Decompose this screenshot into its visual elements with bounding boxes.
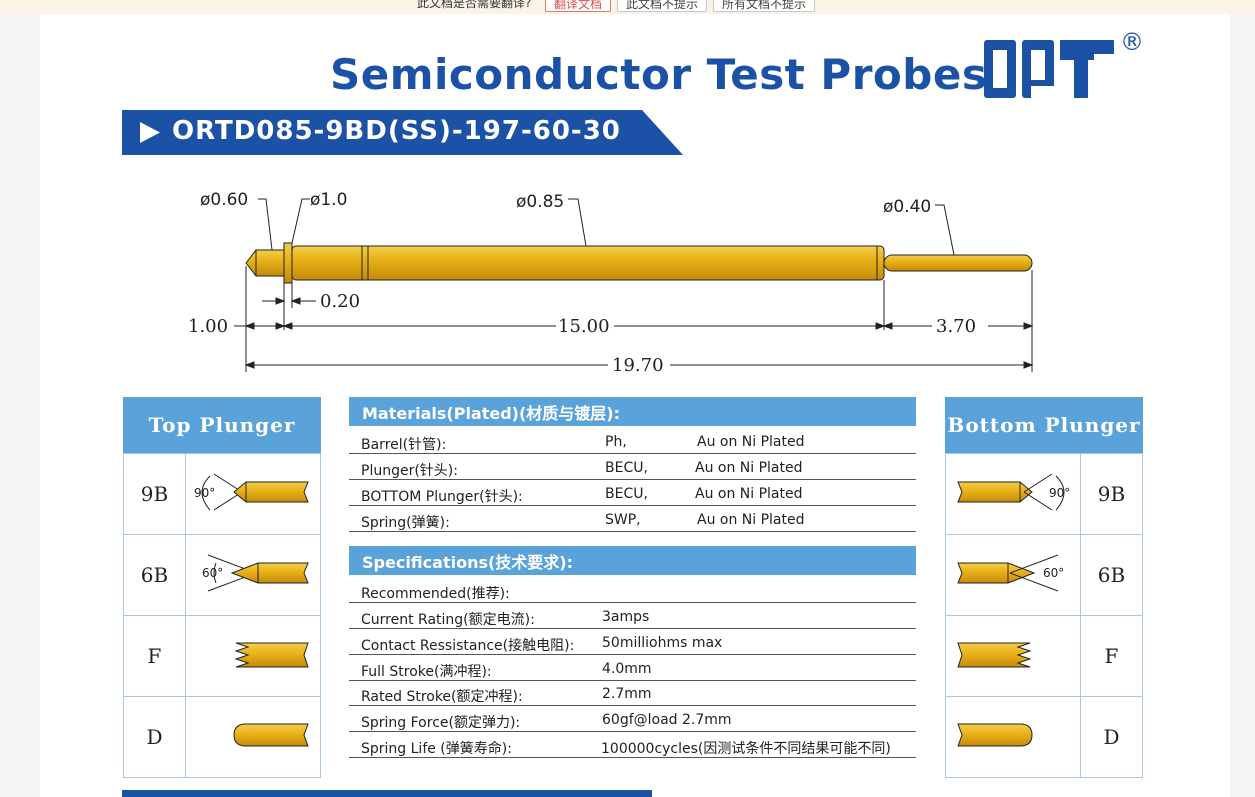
dim-tip-length: 1.00 (188, 316, 228, 337)
bottom-tip-9b-drawing: 90° (945, 453, 1081, 535)
model-number: ORTD085-9BD(SS)-197-60-30 (172, 116, 621, 146)
svg-text:90°: 90° (1049, 486, 1070, 500)
dim-top-diameter: ø0.60 (200, 190, 248, 210)
bottom-tip-f-drawing (945, 615, 1081, 697)
spec-value: 50milliohms max (602, 635, 723, 651)
bottom-tip-code-d: D (1080, 696, 1143, 778)
dim-barrel-length: 15.00 (558, 316, 610, 337)
table-row: Spring(弹簧): SWP, Au on Ni Plated (349, 506, 916, 532)
translate-bar: 此文档是否需要翻译? 翻译文档 此文档不提示 所有文档不提示 (0, 0, 1255, 14)
spec-value: 3amps (602, 609, 650, 625)
table-row: F (945, 615, 1143, 697)
dim-total-length: 19.70 (612, 355, 664, 376)
bottom-plunger-title: Bottom Plunger (945, 397, 1143, 453)
spec-value: 100000cycles(因测试条件不同结果可能不同) (601, 741, 891, 757)
material-part: Barrel(针管): (361, 437, 447, 453)
dim-collar-width: 0.20 (320, 291, 360, 312)
dim-barrel-diameter: ø0.85 (516, 192, 564, 212)
spec-name: Current Rating(额定电流): (361, 612, 535, 628)
material-plating: Au on Ni Plated (697, 434, 805, 450)
svg-text:60°: 60° (202, 566, 223, 580)
table-row: Recommended(推荐): (349, 577, 916, 603)
translate-question: 此文档是否需要翻译? (417, 0, 532, 10)
table-row: Spring Life (弹簧寿命): 100000cycles(因测试条件不同… (349, 732, 916, 758)
spec-name: Spring Force(额定弹力): (361, 715, 521, 731)
table-row: 90° 9B (945, 453, 1143, 535)
material-plating: Au on Ni Plated (695, 460, 803, 476)
next-section-band (122, 790, 652, 797)
tip-9b-drawing: 90° (185, 453, 321, 535)
spec-value: 60gf@load 2.7mm (602, 712, 732, 728)
material-name: BECU, (605, 460, 648, 476)
tip-code-d: D (123, 696, 186, 778)
model-band (122, 110, 683, 155)
table-row: F (123, 615, 321, 697)
materials-title: Materials(Plated)(材质与镀层): (349, 397, 916, 426)
material-part: Spring(弹簧): (361, 515, 450, 531)
spec-name: Contact Ressistance(接触电阻): (361, 638, 575, 654)
spec-name: Recommended(推荐): (361, 586, 510, 602)
no-prompt-all-docs-button[interactable]: 所有文档不提示 (713, 0, 816, 12)
table-row: D (945, 696, 1143, 778)
material-name: BECU, (605, 486, 648, 502)
material-part: Plunger(针头): (361, 463, 458, 479)
material-name: SWP, (605, 512, 641, 528)
table-row: Contact Ressistance(接触电阻): 50milliohms m… (349, 629, 916, 655)
no-prompt-this-doc-button[interactable]: 此文档不提示 (617, 0, 708, 12)
table-row: 60° 6B (945, 534, 1143, 616)
spec-value: 2.7mm (602, 686, 652, 702)
table-row: Rated Stroke(额定冲程): 2.7mm (349, 680, 916, 706)
svg-text:90°: 90° (194, 486, 215, 500)
svg-text:60°: 60° (1043, 566, 1064, 580)
material-name: Ph, (605, 434, 627, 450)
bottom-tip-code-6b: 6B (1080, 534, 1143, 616)
dim-tail-length: 3.70 (936, 316, 976, 337)
spec-value: 4.0mm (602, 661, 652, 677)
table-row: 6B 60° (123, 534, 321, 616)
probe-dimension-drawing: ø0.60 ø1.0 ø0.85 ø0.40 (188, 190, 1034, 376)
tip-6b-drawing: 60° (185, 534, 321, 616)
material-plating: Au on Ni Plated (695, 486, 803, 502)
material-part: BOTTOM Plunger(针头): (361, 489, 523, 505)
page-title: Semiconductor Test Probes (330, 50, 988, 99)
top-plunger-title: Top Plunger (123, 397, 321, 453)
table-row: Spring Force(额定弹力): 60gf@load 2.7mm (349, 706, 916, 732)
spec-name: Rated Stroke(额定冲程): (361, 689, 523, 705)
bottom-tip-code-f: F (1080, 615, 1143, 697)
specifications-title: Specifications(技术要求): (349, 546, 916, 575)
ort-logo: ® (982, 28, 1147, 104)
bottom-tip-d-drawing (945, 696, 1081, 778)
table-row: Barrel(针管): Ph, Au on Ni Plated (349, 428, 916, 454)
dim-collar-diameter: ø1.0 (310, 190, 347, 210)
bottom-tip-6b-drawing: 60° (945, 534, 1081, 616)
table-row: D (123, 696, 321, 778)
registered-mark: ® (1120, 28, 1144, 56)
table-row: Full Stroke(满冲程): 4.0mm (349, 655, 916, 681)
bottom-tip-code-9b: 9B (1080, 453, 1143, 535)
tip-code-f: F (123, 615, 186, 697)
table-row: BOTTOM Plunger(针头): BECU, Au on Ni Plate… (349, 480, 916, 506)
tip-d-drawing (185, 696, 321, 778)
table-row: 9B 90° (123, 453, 321, 535)
tip-f-drawing (185, 615, 321, 697)
dim-tail-diameter: ø0.40 (883, 197, 931, 217)
bottom-plunger-table: 90° 9B 60° 6B F D (945, 453, 1143, 778)
spec-name: Full Stroke(满冲程): (361, 664, 492, 680)
tip-code-6b: 6B (123, 534, 186, 616)
tip-code-9b: 9B (123, 453, 186, 535)
table-row: Plunger(针头): BECU, Au on Ni Plated (349, 454, 916, 480)
top-plunger-table: 9B 90° 6B 60° F (123, 453, 321, 778)
table-row: Current Rating(额定电流): 3amps (349, 603, 916, 629)
material-plating: Au on Ni Plated (697, 512, 805, 528)
translate-button[interactable]: 翻译文档 (545, 0, 612, 12)
spec-name: Spring Life (弹簧寿命): (361, 741, 512, 757)
